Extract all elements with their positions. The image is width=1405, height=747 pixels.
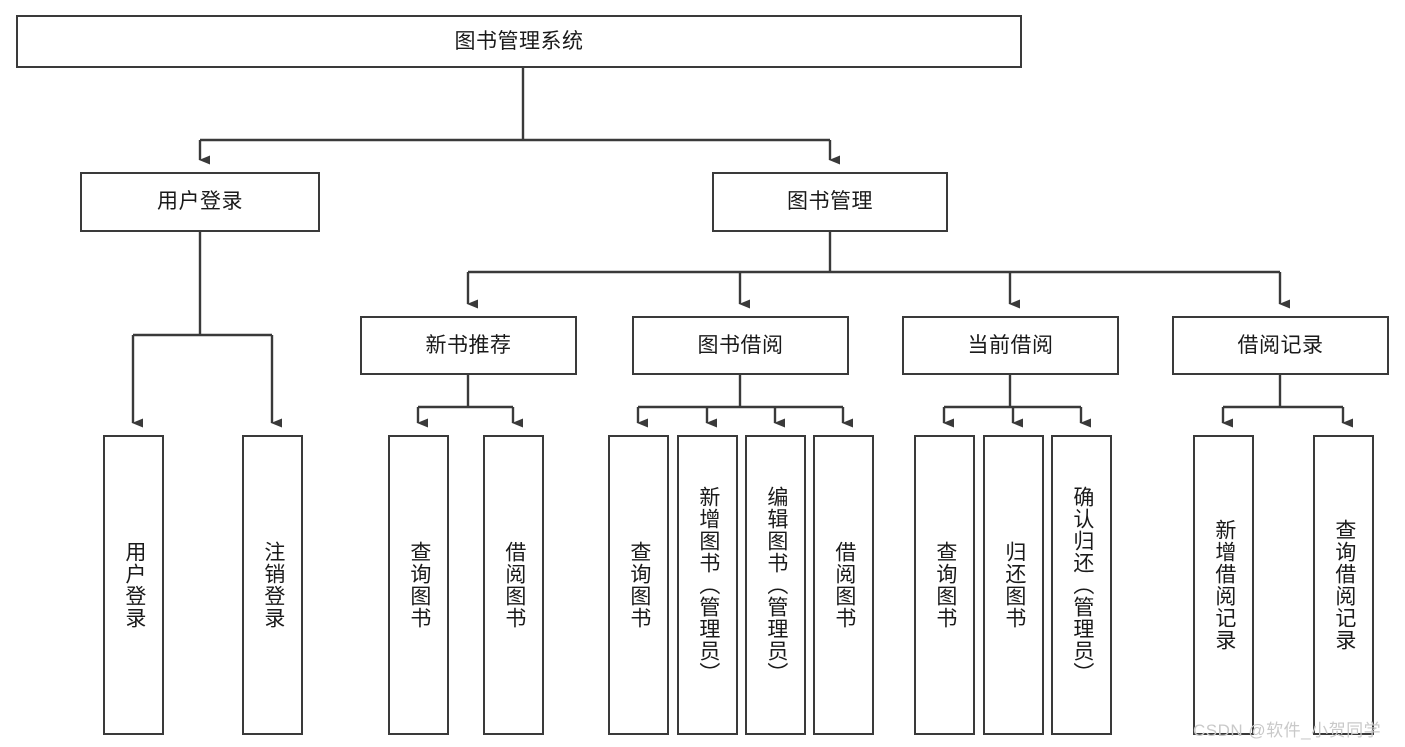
node-user-login-label: 用户登录 [157,190,243,214]
node-user-login[interactable]: 用户登录 [80,172,320,232]
node-leaf-query-book-rec-label: 查询图书 [407,541,431,629]
node-leaf-borrow-book-label: 借阅图书 [832,541,856,629]
node-leaf-query-book-cur[interactable]: 查询图书 [914,435,975,735]
node-leaf-query-book-rec[interactable]: 查询图书 [388,435,449,735]
node-leaf-query-book-borrow[interactable]: 查询图书 [608,435,669,735]
csdn-watermark: CSDN @软件_小贺同学 [1193,721,1382,740]
node-current-borrow[interactable]: 当前借阅 [902,316,1119,375]
node-borrow-record-label: 借阅记录 [1237,333,1324,357]
node-leaf-confirm-return-admin-label: 确认归还（管理员） [1070,486,1094,684]
node-book-borrow-label: 图书借阅 [697,333,784,357]
node-leaf-logout-label: 注销登录 [261,541,285,629]
node-book-borrow[interactable]: 图书借阅 [632,316,849,375]
node-leaf-query-borrow-record[interactable]: 查询借阅记录 [1313,435,1374,735]
node-leaf-confirm-return-admin[interactable]: 确认归还（管理员） [1051,435,1112,735]
node-book-manage[interactable]: 图书管理 [712,172,948,232]
node-leaf-query-book-borrow-label: 查询图书 [627,541,651,629]
node-leaf-user-login-label: 用户登录 [122,541,146,629]
node-leaf-borrow-book-rec[interactable]: 借阅图书 [483,435,544,735]
node-leaf-query-book-cur-label: 查询图书 [933,541,957,629]
node-leaf-add-book-admin[interactable]: 新增图书（管理员） [677,435,738,735]
node-leaf-borrow-book-rec-label: 借阅图书 [502,541,526,629]
node-root-label: 图书管理系统 [454,29,584,53]
node-current-borrow-label: 当前借阅 [967,333,1054,357]
node-leaf-edit-book-admin[interactable]: 编辑图书（管理员） [745,435,806,735]
node-leaf-return-book-label: 归还图书 [1002,541,1026,629]
node-leaf-borrow-book[interactable]: 借阅图书 [813,435,874,735]
node-borrow-record[interactable]: 借阅记录 [1172,316,1389,375]
node-leaf-add-borrow-record-label: 新增借阅记录 [1212,519,1236,651]
node-leaf-return-book[interactable]: 归还图书 [983,435,1044,735]
node-leaf-edit-book-admin-label: 编辑图书（管理员） [764,486,788,684]
node-leaf-add-borrow-record[interactable]: 新增借阅记录 [1193,435,1254,735]
node-new-book-recommend-label: 新书推荐 [425,333,512,357]
node-leaf-user-login[interactable]: 用户登录 [103,435,164,735]
node-new-book-recommend[interactable]: 新书推荐 [360,316,577,375]
node-book-manage-label: 图书管理 [787,190,873,214]
node-leaf-query-borrow-record-label: 查询借阅记录 [1332,519,1356,651]
node-leaf-logout[interactable]: 注销登录 [242,435,303,735]
node-leaf-add-book-admin-label: 新增图书（管理员） [696,486,720,684]
node-root[interactable]: 图书管理系统 [16,15,1022,68]
